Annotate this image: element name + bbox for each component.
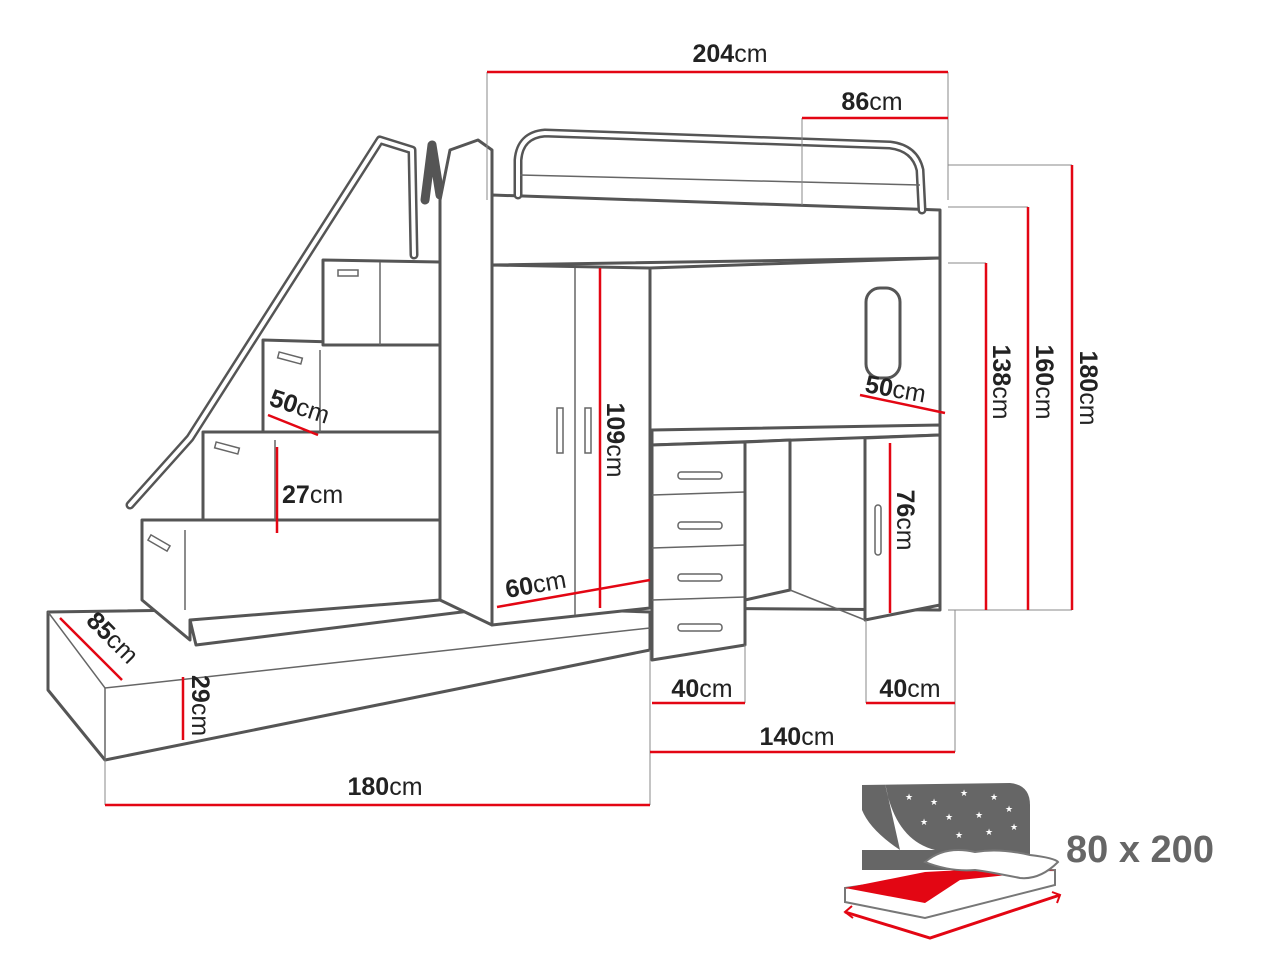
back-window [864,286,902,380]
label-desk-length: 140cm [759,723,834,751]
dimension-lines [59,70,1074,807]
label-wardrobe-height: 109cm [601,402,629,477]
desk-side [743,438,792,602]
svg-text:★: ★ [1005,804,1013,814]
label-drawer-unit-width: 40cm [671,675,732,703]
svg-text:★: ★ [985,827,993,837]
svg-text:★: ★ [990,792,998,802]
svg-text:★: ★ [945,812,953,822]
wardrobe-handle-left [556,407,564,454]
mattress-size-icon: ★★★★ ★★★★ ★★★★ [843,783,1062,940]
svg-text:★: ★ [930,797,938,807]
svg-text:★: ★ [920,817,928,827]
wardrobe-handle-right [584,407,592,454]
label-base-height: 29cm [186,675,214,736]
label-wardrobe-depth: 60cm [503,566,568,604]
svg-text:★: ★ [1010,822,1018,832]
label-total-height: 180cm [1074,350,1102,425]
drawer-unit [650,440,747,662]
furniture-drawing [46,128,942,762]
pillow-icon [923,849,1060,880]
svg-text:★: ★ [905,792,913,802]
stair-post [438,138,494,627]
desk-cabinet [863,433,942,622]
label-guard-opening: 86cm [841,88,902,116]
svg-text:★: ★ [955,830,963,840]
bed-frame [490,193,942,267]
label-bed-base-height: 138cm [987,344,1015,419]
label-guard-height: 160cm [1030,344,1058,419]
stair-box-4 [321,258,442,347]
mattress-size-label: 80 x 200 [1066,829,1214,871]
base-drawer-platform [46,604,652,762]
stars-icon: ★★★★ ★★★★ ★★★★ [872,788,1018,847]
label-desk-cabinet-width: 40cm [879,675,940,703]
label-base-length: 180cm [347,773,422,801]
label-step-height: 27cm [282,481,343,509]
extension-lines [104,72,1072,805]
svg-text:★: ★ [975,810,983,820]
svg-text:★: ★ [872,837,880,847]
label-total-length: 204cm [692,40,767,68]
svg-text:★: ★ [960,788,968,798]
label-desk-height: 76cm [891,489,919,550]
label-desk-depth: 50cm [863,370,928,408]
